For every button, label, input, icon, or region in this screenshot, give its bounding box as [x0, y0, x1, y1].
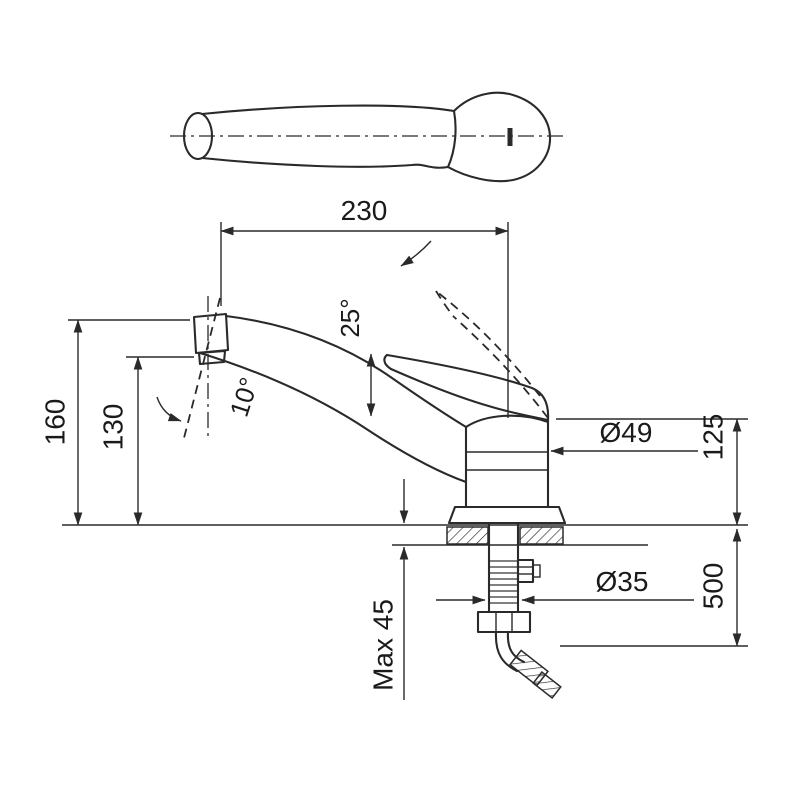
shank-threads: [489, 556, 518, 606]
lever-closed: [383, 353, 550, 422]
supply-hoses: [494, 630, 562, 699]
spout-top-edge: [224, 314, 468, 429]
dim-label-body-diameter: Ø49: [600, 417, 653, 448]
swivel-motion-arrow: [156, 396, 182, 422]
dim-label-shank-diameter: Ø35: [596, 566, 649, 597]
dim-label-lever-angle: 25°: [335, 298, 365, 337]
lever-raised-dashed: [435, 290, 549, 419]
dim-label-swivel-angle: 10°: [224, 374, 265, 421]
dim-label-spout-reach: 230: [341, 195, 388, 226]
deck-section-left: [446, 526, 489, 545]
handle-top-edge: [200, 104, 456, 116]
lever-motion-arrow: [400, 240, 432, 267]
dimension-lines: 230 25° 10° 160 130 Ø49 125 500 Ø35 Max: [40, 195, 748, 700]
mounting-nut: [476, 610, 532, 634]
swivel-angle-construction: [156, 296, 221, 440]
side-view-faucet: [62, 240, 748, 699]
base-flange: [447, 505, 567, 525]
faucet-body: [464, 414, 550, 509]
side-fitting: [516, 558, 535, 584]
dim-label-height-above-deck: 125: [698, 414, 729, 461]
base-and-deck: [62, 505, 748, 546]
deck-section-right: [519, 526, 564, 545]
handle-bottom-edge: [200, 156, 450, 169]
dim-label-hose-length: 500: [698, 563, 729, 610]
mounting-shank: [476, 521, 541, 634]
aerator: [197, 349, 227, 366]
dim-label-outlet-height: 130: [98, 404, 129, 451]
dim-label-overall-height: 160: [40, 399, 71, 446]
handle-end-cap: [182, 111, 214, 161]
handle-knob: [446, 91, 552, 183]
hose-connector-2: [532, 671, 562, 699]
spout-bottom-edge: [198, 351, 468, 484]
dim-label-max-deck-thickness: Max 45: [368, 599, 399, 691]
plan-view-handle: [170, 91, 564, 183]
